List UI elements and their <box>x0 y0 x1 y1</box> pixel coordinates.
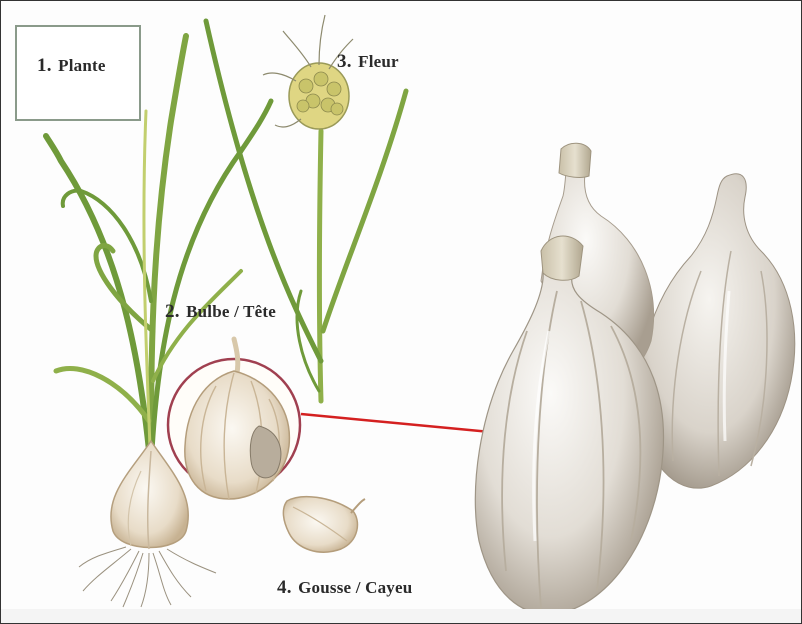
label-bulbe-text: Bulbe / Tête <box>186 302 276 321</box>
label-fleur: 3. Fleur <box>337 51 399 73</box>
label-bulbe-number: 2. <box>165 301 180 322</box>
label-fleur-text: Fleur <box>358 52 399 71</box>
bulb-detail <box>168 339 365 552</box>
garlic-photo <box>475 143 794 614</box>
label-bulbe: 2. Bulbe / Tête <box>165 301 276 323</box>
label-gousse-text: Gousse / Cayeu <box>298 578 412 597</box>
label-fleur-number: 3. <box>337 51 352 72</box>
bottom-strip <box>1 609 801 623</box>
label-plante-number: 1. <box>37 55 52 76</box>
label-gousse-number: 4. <box>277 577 292 598</box>
label-plante: 1. Plante <box>37 55 106 77</box>
label-plante-text: Plante <box>58 56 105 75</box>
label-gousse: 4. Gousse / Cayeu <box>277 577 412 599</box>
